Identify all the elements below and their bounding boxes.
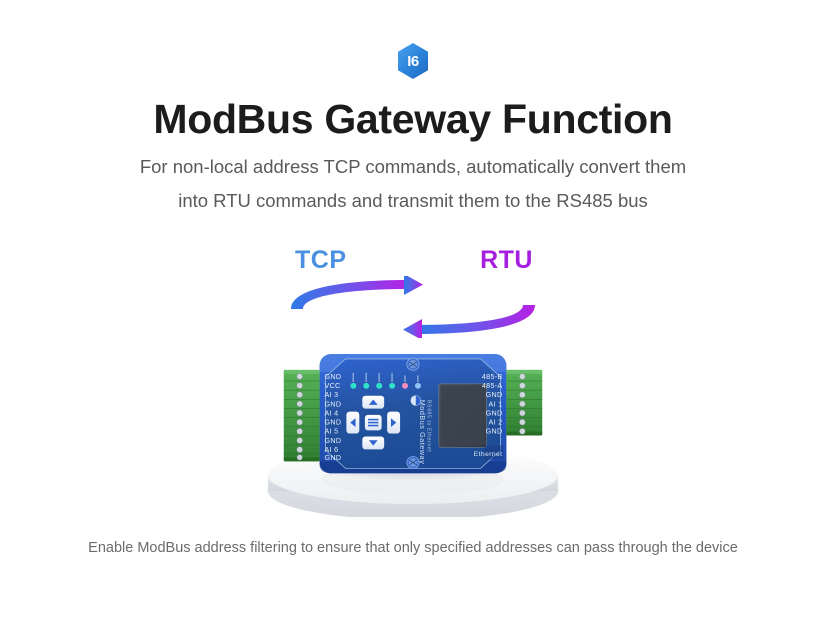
footer-note: Enable ModBus address filtering to ensur…	[88, 540, 738, 556]
led-indicator	[350, 382, 357, 389]
svg-text:GND: GND	[486, 409, 503, 417]
svg-text:AI 5: AI 5	[325, 428, 339, 436]
ethernet-port: Ethernet	[474, 445, 504, 460]
page-subtitle: For non-local address TCP commands, auto…	[0, 150, 826, 218]
svg-text:GND: GND	[325, 454, 342, 462]
svg-text:RS485 to Ethernet: RS485 to Ethernet	[425, 400, 431, 453]
hexagon-logo-icon	[398, 43, 428, 79]
cycle-arrows-icon	[291, 276, 535, 338]
right-terminal-screws	[519, 373, 526, 435]
right-terminal-block	[506, 369, 543, 436]
page-title: ModBus Gateway Function	[153, 96, 673, 142]
led-indicator-row	[350, 372, 421, 389]
subtitle-line-2: into RTU commands and transmit them to t…	[178, 190, 648, 212]
led-indicator	[389, 382, 396, 389]
logo-text: I6	[407, 52, 419, 70]
svg-text:AI 3: AI 3	[325, 391, 339, 399]
svg-text:AI 4: AI 4	[325, 409, 339, 417]
hexagon-logo: I6	[396, 42, 430, 80]
svg-text:AI 2: AI 2	[489, 419, 503, 427]
device-illustration: ModBus Gateway RS485 to Ethernet	[267, 353, 559, 517]
svg-text:485-A: 485-A	[482, 382, 503, 390]
svg-text:485-B: 485-B	[482, 373, 503, 381]
rtu-label: RTU	[480, 246, 533, 274]
svg-text:Ethernet: Ethernet	[474, 451, 503, 458]
logo-container: I6	[0, 42, 826, 80]
svg-text:AI 1: AI 1	[489, 400, 503, 408]
device-brand-mark: ModBus Gateway RS485 to Ethernet	[410, 395, 431, 465]
svg-text:AI 6: AI 6	[325, 446, 339, 454]
svg-text:GND: GND	[486, 391, 503, 399]
device-keypad[interactable]	[346, 395, 401, 450]
subtitle-line-1: For non-local address TCP commands, auto…	[139, 156, 687, 177]
svg-text:VCC: VCC	[325, 382, 341, 390]
svg-text:GND: GND	[486, 428, 503, 436]
device-scene: ModBus Gateway RS485 to Ethernet	[0, 352, 826, 517]
left-terminal-block	[283, 369, 320, 462]
svg-text:GND: GND	[325, 373, 342, 381]
tcp-label: TCP	[295, 246, 347, 274]
svg-text:ModBus Gateway: ModBus Gateway	[418, 400, 426, 465]
right-terminal-labels: 485-B 485-A GND AI 1 GND AI 2 GND	[482, 373, 503, 436]
svg-text:GND: GND	[325, 400, 342, 408]
left-terminal-screws	[296, 373, 303, 461]
led-indicator	[414, 382, 421, 389]
svg-text:GND: GND	[325, 419, 342, 427]
tcp-rtu-cycle-diagram: TCP RTU	[0, 246, 826, 346]
faceplate-screws	[406, 357, 420, 469]
led-indicator	[402, 382, 409, 389]
svg-text:GND: GND	[325, 437, 342, 445]
led-indicator	[363, 382, 370, 389]
left-terminal-labels: GND VCC AI 3 GND AI 4 GND AI 5 GND AI 6 …	[325, 373, 342, 462]
led-indicator	[376, 382, 383, 389]
